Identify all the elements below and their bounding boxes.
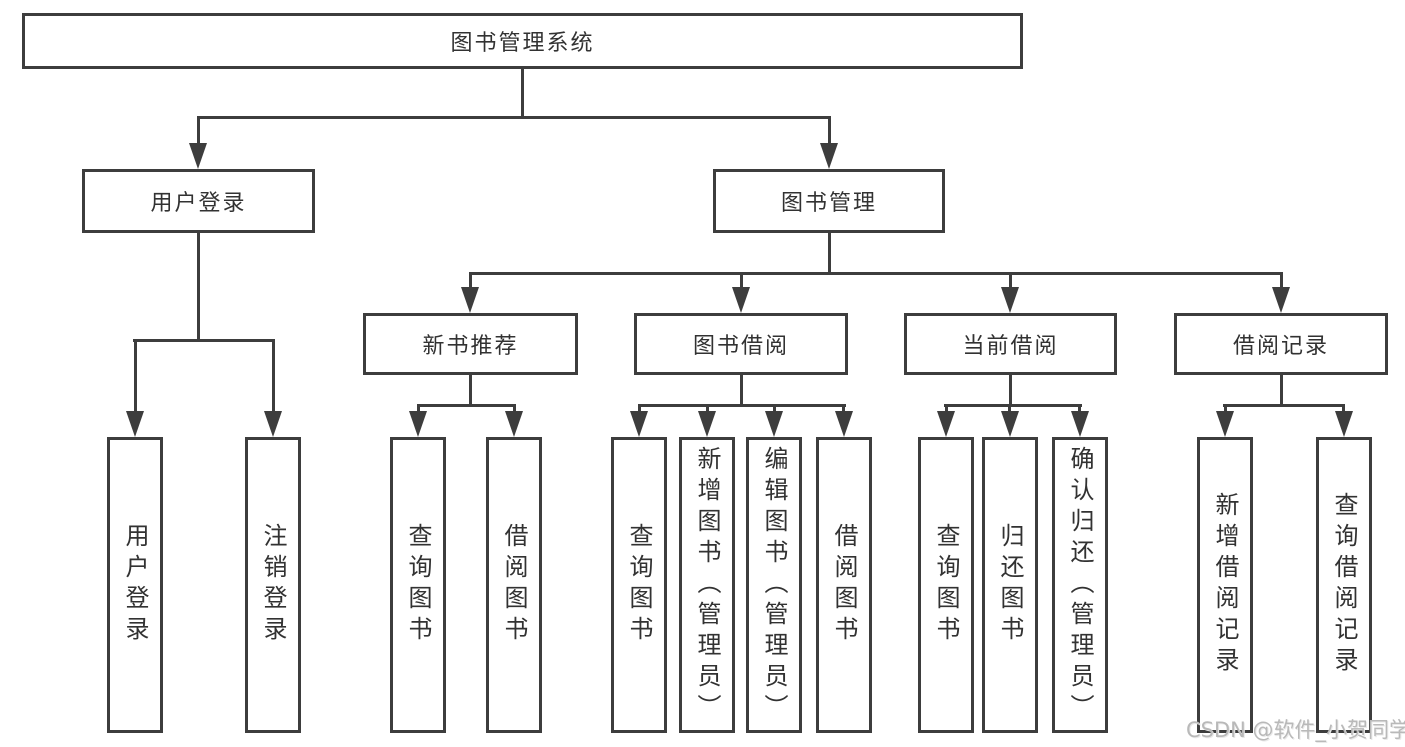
arrow-down-icon bbox=[126, 411, 144, 437]
leaf-label: 借阅图书 bbox=[830, 523, 858, 647]
arrow-down-icon bbox=[1272, 287, 1290, 313]
connector-line bbox=[842, 407, 845, 413]
connector-line bbox=[1223, 404, 1345, 407]
node-borrow-records: 借阅记录 bbox=[1174, 313, 1388, 375]
connector-line bbox=[1078, 407, 1081, 413]
connector-line bbox=[944, 404, 1082, 407]
leaf-label: 查询图书 bbox=[404, 523, 432, 647]
leaf-query-borrow-record: 查询借阅记录 bbox=[1316, 437, 1372, 733]
leaf-label: 查询图书 bbox=[932, 523, 960, 647]
arrow-down-icon bbox=[1335, 411, 1353, 437]
node-current-borrow-label: 当前借阅 bbox=[962, 334, 1059, 359]
connector-line bbox=[197, 119, 200, 145]
connector-line bbox=[417, 407, 420, 413]
leaf-label: 新增图书（管理员） bbox=[693, 445, 721, 725]
node-book-management: 图书管理 bbox=[713, 169, 945, 233]
node-new-book-recommend: 新书推荐 bbox=[363, 313, 578, 375]
leaf-label: 编辑图书（管理员） bbox=[760, 445, 788, 725]
connector-line bbox=[469, 275, 472, 289]
arrow-down-icon bbox=[765, 411, 783, 437]
node-root: 图书管理系统 bbox=[22, 13, 1023, 69]
arrow-down-icon bbox=[1216, 411, 1234, 437]
arrow-down-icon bbox=[461, 287, 479, 313]
connector-line bbox=[133, 339, 275, 342]
leaf-label: 注销登录 bbox=[259, 523, 287, 647]
connector-line bbox=[197, 116, 831, 119]
leaf-user-login: 用户登录 bbox=[107, 437, 163, 733]
leaf-query-books-3: 查询图书 bbox=[918, 437, 974, 733]
node-current-borrow: 当前借阅 bbox=[904, 313, 1117, 375]
connector-line bbox=[1280, 275, 1283, 289]
leaf-label: 新增借阅记录 bbox=[1211, 492, 1239, 678]
connector-line bbox=[945, 407, 948, 413]
node-root-label: 图书管理系统 bbox=[450, 31, 595, 56]
arrow-down-icon bbox=[264, 411, 282, 437]
leaf-borrow-books-2: 借阅图书 bbox=[816, 437, 872, 733]
leaf-label: 确认归还（管理员） bbox=[1066, 445, 1094, 725]
arrow-down-icon bbox=[937, 411, 955, 437]
leaf-edit-books-admin: 编辑图书（管理员） bbox=[746, 437, 802, 733]
leaf-label: 用户登录 bbox=[121, 523, 149, 647]
connector-line bbox=[1009, 375, 1012, 406]
watermark: CSDN @软件_小贺同学 bbox=[1186, 718, 1405, 742]
node-book-borrow: 图书借阅 bbox=[634, 313, 848, 375]
arrow-down-icon bbox=[820, 143, 838, 169]
connector-line bbox=[272, 341, 275, 413]
leaf-query-books-2: 查询图书 bbox=[611, 437, 667, 733]
node-borrow-records-label: 借阅记录 bbox=[1232, 334, 1329, 359]
node-book-borrow-label: 图书借阅 bbox=[692, 334, 789, 359]
connector-line bbox=[134, 341, 137, 413]
arrow-down-icon bbox=[1071, 411, 1089, 437]
leaf-query-books-1: 查询图书 bbox=[390, 437, 446, 733]
node-new-book-recommend-label: 新书推荐 bbox=[422, 334, 519, 359]
leaf-label: 借阅图书 bbox=[500, 523, 528, 647]
arrow-down-icon bbox=[732, 287, 750, 313]
connector-line bbox=[469, 375, 472, 406]
connector-line bbox=[740, 275, 743, 289]
connector-line bbox=[1342, 407, 1345, 413]
leaf-label: 归还图书 bbox=[996, 523, 1024, 647]
connector-line bbox=[521, 68, 524, 119]
connector-line bbox=[513, 407, 516, 413]
leaf-return-books: 归还图书 bbox=[982, 437, 1038, 733]
arrow-down-icon bbox=[835, 411, 853, 437]
connector-line bbox=[828, 233, 831, 274]
connector-line bbox=[1008, 407, 1011, 413]
arrow-down-icon bbox=[505, 411, 523, 437]
connector-line bbox=[638, 404, 846, 407]
connector-line bbox=[773, 407, 776, 413]
arrow-down-icon bbox=[1001, 287, 1019, 313]
node-book-management-label: 图书管理 bbox=[780, 191, 877, 216]
leaf-label: 查询图书 bbox=[625, 523, 653, 647]
leaf-add-books-admin: 新增图书（管理员） bbox=[679, 437, 735, 733]
arrow-down-icon bbox=[630, 411, 648, 437]
connector-line bbox=[197, 233, 200, 341]
node-user-login-label: 用户登录 bbox=[150, 191, 247, 216]
connector-line bbox=[417, 404, 516, 407]
leaf-add-borrow-record: 新增借阅记录 bbox=[1197, 437, 1253, 733]
leaf-label: 查询借阅记录 bbox=[1330, 492, 1358, 678]
connector-line bbox=[828, 119, 831, 145]
arrow-down-icon bbox=[409, 411, 427, 437]
leaf-borrow-books-1: 借阅图书 bbox=[486, 437, 542, 733]
connector-line bbox=[740, 375, 743, 406]
connector-line bbox=[638, 407, 641, 413]
arrow-down-icon bbox=[189, 143, 207, 169]
connector-line bbox=[469, 272, 1283, 275]
leaf-logout: 注销登录 bbox=[245, 437, 301, 733]
connector-line bbox=[1224, 407, 1227, 413]
arrow-down-icon bbox=[698, 411, 716, 437]
node-user-login: 用户登录 bbox=[82, 169, 315, 233]
leaf-confirm-return-admin: 确认归还（管理员） bbox=[1052, 437, 1108, 733]
connector-line bbox=[1009, 275, 1012, 289]
connector-line bbox=[706, 407, 709, 413]
connector-line bbox=[1280, 375, 1283, 406]
arrow-down-icon bbox=[1001, 411, 1019, 437]
